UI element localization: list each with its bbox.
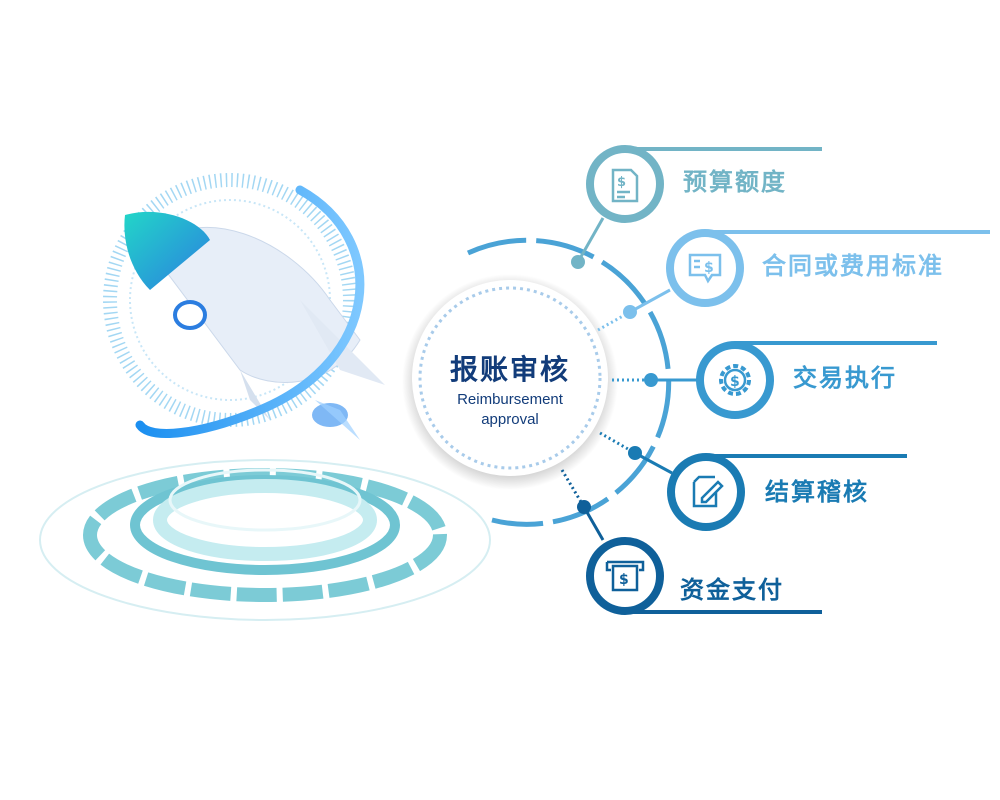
svg-text:$: $ — [730, 374, 740, 390]
svg-text:$: $ — [619, 572, 629, 588]
gear-dollar-icon: $ — [719, 364, 751, 396]
step-node-settlement — [667, 453, 907, 531]
payment-atm-icon: $ — [605, 560, 645, 592]
connectors — [560, 217, 697, 541]
rocket-illustration — [39, 173, 491, 621]
outer-arc — [466, 237, 672, 527]
step-label-contract: 合同或费用标准 — [762, 252, 944, 280]
step-node-payment: $ — [586, 537, 822, 615]
center-subtitle: Reimbursement approval — [412, 390, 608, 430]
svg-text:$: $ — [617, 175, 626, 190]
step-node-contract: $ — [666, 229, 990, 307]
step-node-transaction: $ — [696, 341, 937, 419]
platform-rings — [39, 459, 491, 621]
edit-document-icon — [692, 475, 724, 508]
step-label-budget: 预算额度 — [683, 168, 787, 196]
budget-document-icon: $ — [611, 168, 639, 203]
svg-text:$: $ — [704, 260, 714, 276]
contract-chat-icon: $ — [688, 253, 722, 284]
step-label-transaction: 交易执行 — [793, 364, 897, 392]
center-subtitle-line1: Reimbursement — [457, 391, 563, 408]
step-label-payment: 资金支付 — [680, 576, 784, 604]
step-label-settlement: 结算稽核 — [765, 478, 869, 506]
center-title: 报账审核 — [449, 353, 570, 386]
center-subtitle-line2: approval — [481, 411, 539, 428]
center-circle — [412, 280, 608, 476]
center-dotted-ring — [418, 286, 602, 470]
arc-dots — [571, 255, 658, 514]
step-node-budget: $ — [586, 145, 822, 223]
